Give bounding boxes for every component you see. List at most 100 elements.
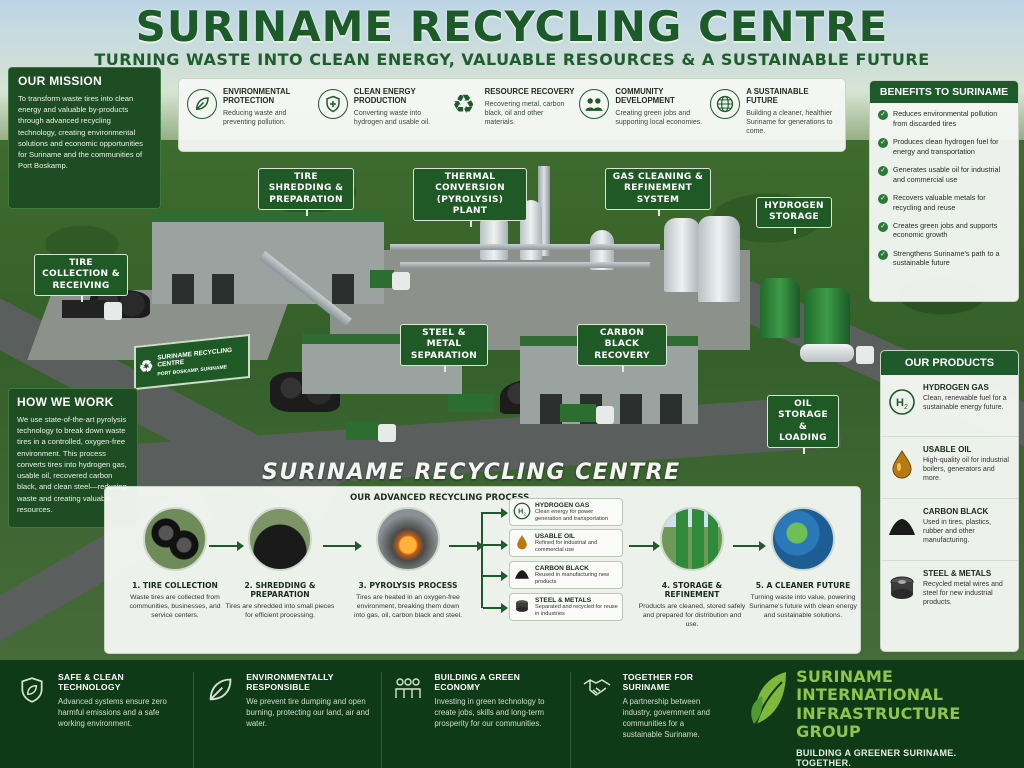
pillar-text: Converting waste into hydrogen and usabl… — [353, 109, 431, 126]
step-text: Tires are shredded into small pieces for… — [225, 603, 335, 619]
process-step-4: 4. STORAGE & REFINEMENT Products are cle… — [637, 507, 747, 629]
page-subtitle: TURNING WASTE INTO CLEAN ENERGY, VALUABL… — [94, 50, 930, 69]
step-title: 1. TIRE COLLECTION — [132, 581, 218, 590]
products-title: OUR PRODUCTS — [881, 351, 1018, 375]
benefit-item: ✓ Produces clean hydrogen fuel for energy… — [878, 137, 1010, 156]
process-arrow — [323, 541, 362, 551]
step-title: 2. SHREDDING & PREPARATION — [244, 581, 316, 599]
recycle-icon: ♻ — [451, 88, 476, 119]
product-name: CARBON BLACK — [923, 507, 989, 516]
check-icon: ✓ — [878, 193, 888, 204]
page-title: SURINAME RECYCLING CENTRE — [135, 2, 889, 51]
process-arrow — [629, 541, 660, 551]
pillar-text: Recovering metal, carbon black, oil and … — [484, 100, 565, 127]
how-title: HOW WE WORK — [17, 395, 114, 409]
output-arrow — [483, 540, 508, 550]
check-icon: ✓ — [878, 137, 888, 148]
callout-steel-separation: STEEL & METAL SEPARATION — [400, 324, 488, 372]
steel-coil-icon — [513, 597, 531, 615]
leaf-icon — [204, 676, 236, 708]
earth-image — [771, 507, 835, 571]
storage-tanks-image — [660, 507, 724, 571]
product-name: STEEL & METALS — [923, 569, 992, 578]
benefit-text: Strengthens Suriname's path to a sustain… — [893, 248, 1000, 268]
step-text: Products are cleaned, stored safely and … — [638, 603, 746, 628]
product-text: Used in tires, plastics, rubber and othe… — [923, 519, 992, 545]
benefit-text: Recovers valuable metals for recycling a… — [893, 192, 986, 212]
product-text: Recycled metal wires and steel for new i… — [923, 581, 1003, 607]
callout-thermal-conversion: THERMAL CONVERSION (PYROLYSIS) PLANT — [413, 168, 527, 227]
benefit-text: Reduces environmental pollution from dis… — [893, 109, 998, 128]
process-step-5: 5. A CLEANER FUTURE Turning waste into v… — [747, 507, 859, 620]
carbon-pile-icon — [513, 565, 531, 583]
process-arrow — [209, 541, 244, 551]
product-name: USABLE OIL — [923, 445, 972, 454]
benefits-panel: BENEFITS TO SURINAME ✓ Reduces environmen… — [869, 80, 1019, 302]
shield-icon — [317, 89, 348, 119]
mission-text: To transform waste tires into clean ener… — [18, 94, 143, 171]
truck — [560, 402, 614, 424]
oil-drop-icon — [513, 533, 531, 551]
how-we-work-panel: HOW WE WORK We use state-of-the-art pyro… — [8, 388, 138, 528]
svg-text:2: 2 — [904, 404, 908, 411]
output-branch — [481, 512, 483, 608]
callout-tire-shredding: TIRE SHREDDING & PREPARATION — [258, 168, 354, 216]
people-icon — [392, 676, 424, 708]
product-text: High-quality oil for industrial boilers,… — [923, 457, 1009, 483]
benefit-item: ✓ Recovers valuable metals for recycling … — [878, 193, 1010, 212]
benefit-text: Produces clean hydrogen fuel for energy … — [893, 136, 999, 156]
output-text: Separated and recycled for reuse in indu… — [535, 604, 618, 617]
process-arrow — [449, 541, 484, 551]
brand-name-line-1: SURINAME INTERNATIONAL — [796, 667, 944, 705]
oil-tank — [760, 278, 800, 338]
callout-carbon-black: CARBON BLACK RECOVERY — [577, 324, 667, 372]
pillar-text: Reducing waste and preventing pollution. — [223, 109, 287, 126]
step-title: 5. A CLEANER FUTURE — [755, 581, 851, 590]
benefit-text: Creates green jobs and supports economic… — [893, 220, 998, 240]
pyrolysis-reactor-image — [376, 507, 440, 571]
handshake-icon — [581, 676, 613, 708]
output-arrow — [483, 603, 508, 613]
benefits-title: BENEFITS TO SURINAME — [870, 81, 1018, 103]
step-title: 4. STORAGE & REFINEMENT — [661, 581, 723, 599]
step-text: Waste tires are collected from communiti… — [129, 594, 221, 619]
hydrogen-tank — [664, 218, 700, 292]
output-name: STEEL & METALS — [535, 597, 592, 604]
footer-text: A partnership between industry, governme… — [622, 697, 711, 739]
footer-text: We prevent tire dumping and open burning… — [246, 697, 370, 728]
truck — [346, 420, 396, 442]
svg-text:H: H — [518, 509, 523, 516]
recycle-icon: ♻ — [139, 358, 154, 377]
check-icon: ✓ — [878, 221, 888, 232]
brand-block: SURINAME INTERNATIONAL INFRASTRUCTURE GR… — [748, 667, 1012, 768]
shredded-tires-image — [248, 507, 312, 571]
benefit-text: Generates usable oil for industrial and … — [893, 164, 1001, 184]
shield-leaf-icon — [16, 676, 48, 708]
benefit-item: ✓ Creates green jobs and supports economi… — [878, 221, 1010, 240]
pillar-resource-recovery: ♻ RESOURCE RECOVERY Recovering metal, car… — [449, 85, 576, 145]
truck — [370, 268, 410, 290]
output-text: Reused in manufacturing new products — [535, 572, 610, 585]
footer-text: Investing in green technology to create … — [434, 697, 545, 728]
brand-name-line-2: INFRASTRUCTURE GROUP — [796, 703, 961, 742]
tanker-truck — [800, 340, 874, 364]
footer-title: ENVIRONMENTALLY RESPONSIBLE — [246, 672, 334, 692]
carbon-pile-icon — [887, 511, 917, 541]
process-step-1: 1. TIRE COLLECTION Waste tires are colle… — [127, 507, 223, 620]
process-arrow — [733, 541, 766, 551]
pillar-title: A SUSTAINABLE FUTURE — [746, 87, 809, 105]
brand-leaf-icon — [748, 668, 790, 768]
tires-image — [143, 507, 207, 571]
pillar-title: RESOURCE RECOVERY — [484, 87, 575, 96]
